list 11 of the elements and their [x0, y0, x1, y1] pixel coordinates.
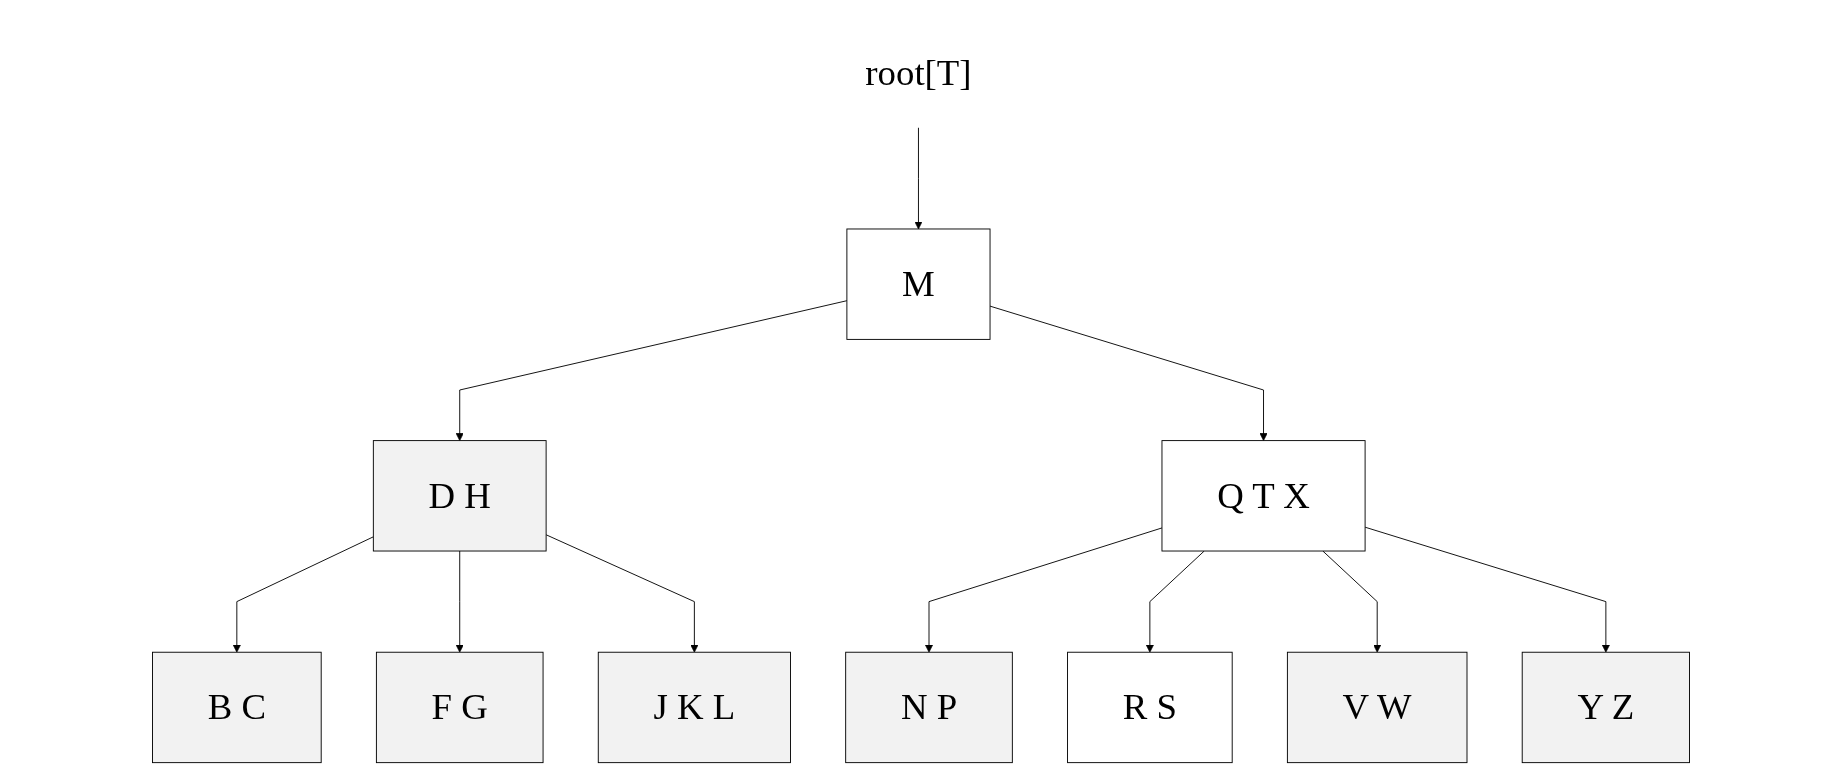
node-box: Q T X	[1161, 440, 1366, 552]
node-box: J K L	[597, 651, 791, 764]
node-box: F G	[375, 651, 544, 764]
node-box: R S	[1067, 651, 1233, 764]
node-box: N P	[845, 651, 1013, 764]
node-box: Y Z	[1521, 651, 1690, 764]
node-box: M	[846, 228, 991, 340]
node-box: V W	[1286, 651, 1468, 764]
node-text: root[T]	[865, 51, 972, 93]
node-box: D H	[372, 440, 547, 552]
node-box: B C	[152, 651, 322, 764]
